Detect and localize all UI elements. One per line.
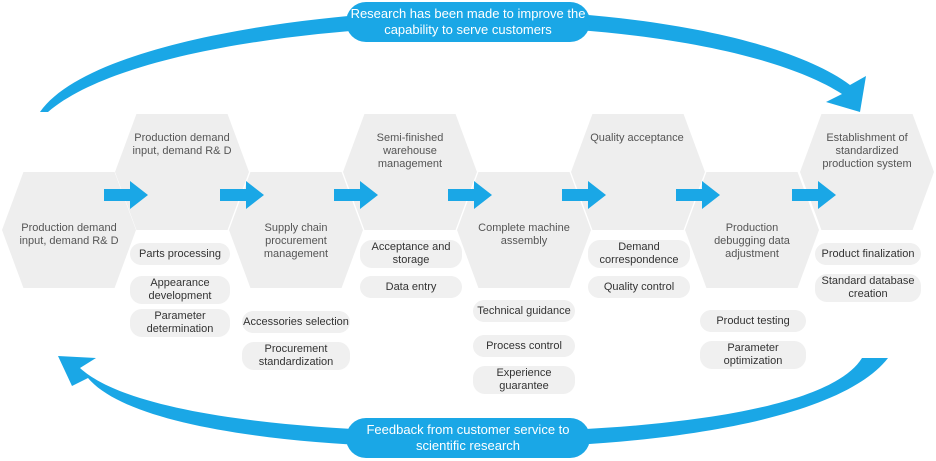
stage-4-hexagon (343, 114, 477, 230)
item-parameter-determination: Parameter determination (130, 309, 230, 337)
stage-8-hexagon (800, 114, 934, 230)
stage-6-hexagon (571, 114, 705, 230)
item-product-finalization: Product finalization (815, 243, 921, 265)
flow-arrow-1 (104, 181, 148, 209)
stage-3-label: Supply chain procurement management (263, 222, 329, 260)
flow-arrow-5 (562, 181, 606, 209)
stage-6-label: Quality acceptance (590, 132, 684, 144)
stage-1-hexagon (2, 172, 136, 288)
item-experience-guarantee: Experience guarantee (473, 366, 575, 394)
flow-arrow-6 (676, 181, 720, 209)
stage-3-hexagon (229, 172, 363, 288)
stage-5-hexagon (457, 172, 591, 288)
item-data-entry: Data entry (360, 276, 462, 298)
stage-7-hexagon (685, 172, 819, 288)
flow-arrow-7 (792, 181, 836, 209)
item-appearance-development: Appearance development (130, 276, 230, 304)
stage-2-label: Production demand input, demand R& D (132, 132, 232, 157)
item-process-control: Process control (473, 335, 575, 357)
item-demand-correspondence: Demand correspondence (588, 240, 690, 268)
bottom-banner: Feedback from customer service to scient… (346, 418, 590, 458)
item-technical-guidance: Technical guidance (473, 300, 575, 322)
item-quality-control: Quality control (588, 276, 690, 298)
item-acceptance-storage: Acceptance and storage (360, 240, 462, 268)
stage-8-label: Establishment of standardized production… (822, 132, 912, 170)
stage-5-label: Complete machine assembly (478, 222, 570, 247)
stage-4-label: Semi-finished warehouse management (376, 132, 444, 170)
stage-1-label: Production demand input, demand R& D (19, 222, 119, 247)
bottom-cycle-arc (58, 356, 888, 448)
top-banner: Research has been made to improve the ca… (346, 2, 590, 42)
item-standard-database-creation: Standard database creation (815, 274, 921, 302)
item-procurement-standardization: Procurement standardization (242, 342, 350, 370)
item-accessories-selection: Accessories selection (242, 311, 350, 333)
item-parts-processing: Parts processing (130, 243, 230, 265)
top-cycle-arc (40, 10, 866, 112)
flow-arrow-3 (334, 181, 378, 209)
flow-arrow-4 (448, 181, 492, 209)
stage-7-label: Production debugging data adjustment (714, 222, 790, 260)
item-parameter-optimization: Parameter optimization (700, 341, 806, 369)
item-product-testing: Product testing (700, 310, 806, 332)
stage-2-hexagon (115, 114, 249, 230)
flow-arrow-2 (220, 181, 264, 209)
